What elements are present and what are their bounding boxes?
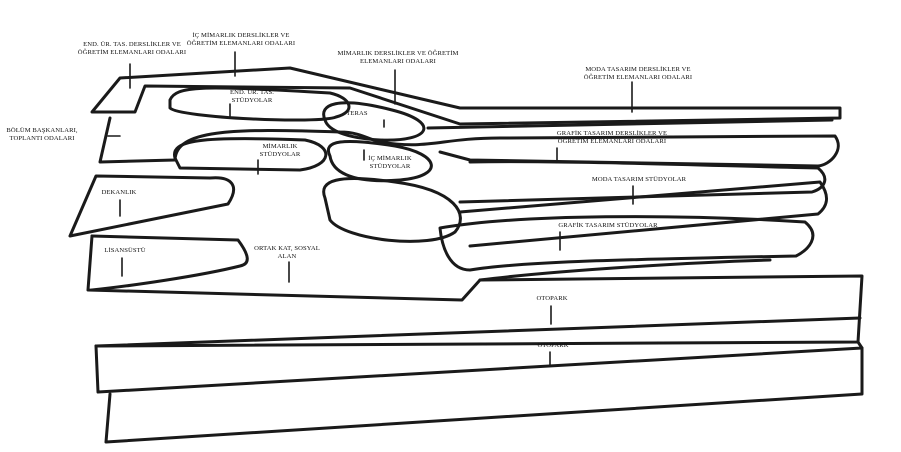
label-dekanlik: DEKANLIK	[101, 189, 137, 196]
label-bolum-baskanlari: BÖLÜM BAŞKANLARI, TOPLANTI ODALARI	[6, 127, 78, 142]
leader-lines	[107, 51, 634, 367]
floor-top-wing	[426, 118, 834, 130]
label-otopark-1: OTOPARK	[536, 295, 568, 302]
label-teras: TERAS	[346, 110, 368, 117]
floor-common-area	[86, 234, 864, 348]
label-lisansustu: LİSANSÜSTÜ	[104, 247, 146, 254]
floor-three-outline	[68, 174, 235, 238]
floor-top-studios	[168, 86, 351, 122]
label-moda-studios: MODA TASARIM STÜDYOLAR	[591, 176, 687, 183]
floor-three-main	[322, 177, 462, 243]
floor-three-studios	[438, 215, 815, 272]
label-grafik-studios: GRAFİK TASARIM STÜDYOLAR	[558, 222, 658, 229]
floor-three-wing	[458, 180, 828, 248]
label-ic-mimarlik-offices: İÇ MİMARLIK DERSLİKLER VE ÖĞRETİM ELEMAN…	[186, 32, 296, 47]
label-end-ur-tas-offices: END. ÜR. TAS. DERSLİKLER VE ÖĞRETİM ELEM…	[77, 41, 187, 56]
floor-two-outline	[98, 116, 840, 168]
label-otopark-2: OTOPARK	[537, 342, 569, 349]
label-end-ur-tas-studios: END. ÜR. TAS. STÜDYOLAR	[229, 89, 275, 104]
label-ortak-kat: ORTAK KAT, SOSYAL ALAN	[254, 245, 320, 260]
label-ic-mimarlik-studios: İÇ MİMARLIK STÜDYOLAR	[368, 155, 412, 170]
floor-two-studios	[172, 137, 328, 172]
label-moda-offices: MODA TASARIM DERSLİKLER VE ÖĞRETİM ELEMA…	[583, 66, 693, 81]
floor-top-offices	[90, 66, 842, 126]
floor-parking-2	[104, 346, 864, 444]
label-mimarlik-studios: MİMARLIK STÜDYOLAR	[259, 143, 301, 158]
floor-two-inner	[327, 139, 433, 183]
label-grafik-offices: GRAFİK TASARIM DERSLİKLER VE ÖĞRETİM ELE…	[556, 130, 668, 145]
floor-common-inner	[90, 234, 249, 292]
floor-top-teras	[322, 101, 426, 142]
floor-common-lobby	[478, 258, 772, 282]
label-mimarlik-offices: MİMARLIK DERSLİKLER VE ÖĞRETİM ELEMANLAR…	[337, 50, 459, 65]
floor-two-wing	[458, 160, 827, 204]
floor-parking-1	[94, 340, 864, 394]
floor-parking-1-back	[94, 316, 862, 348]
